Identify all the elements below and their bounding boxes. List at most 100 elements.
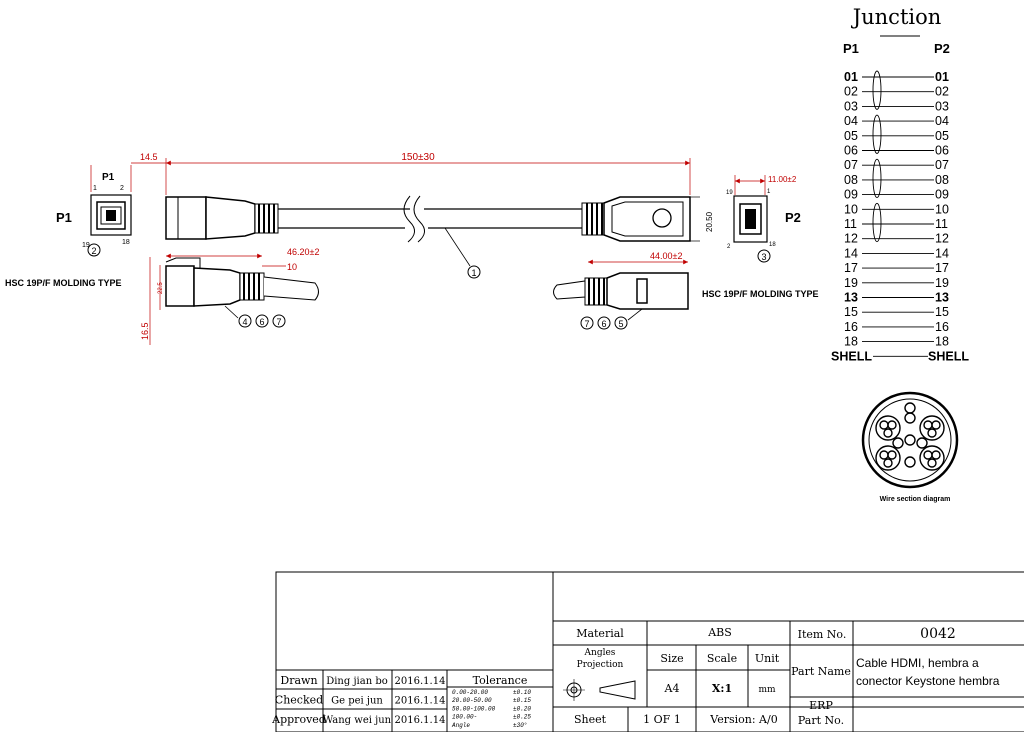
svg-text:19: 19 [82,242,90,249]
svg-text:1 OF 1: 1 OF 1 [643,713,681,726]
junction-p2-pin: 16 [935,320,949,334]
junction-row: 09 09 [844,188,949,202]
p1-side-height-dim: 16.5 [140,322,150,340]
svg-text:2: 2 [120,185,124,192]
junction-row: 07 07 [844,158,949,172]
svg-text:44.00±2: 44.00±2 [650,251,682,261]
junction-p1-pin: 18 [844,335,858,349]
junction-p2-pin: 03 [935,99,949,113]
junction-p2-pin: SHELL [928,349,969,363]
svg-text:1: 1 [93,185,97,192]
junction-p1-pin: 07 [844,158,858,172]
svg-text:Part No.: Part No. [798,714,844,727]
svg-text:19: 19 [726,190,733,196]
callout-2: 2 [91,246,96,256]
junction-p2-pin: 08 [935,173,949,187]
junction-p1-pin: 02 [844,85,858,99]
twisted-pair-loop [872,114,882,154]
junction-title: Junction [851,5,942,29]
shielded-pair [875,415,901,441]
svg-text:Material: Material [576,627,624,640]
svg-text:Part Name: Part Name [791,665,851,678]
svg-text:Size: Size [660,652,683,665]
signoff-name: Ge pei jun [331,696,383,707]
junction-p2-pin: 12 [935,232,949,246]
callout-3: 3 [761,252,766,262]
title-block [275,571,1024,732]
signoff-name: Ding jian bo [326,676,388,687]
junction-p1-pin: 11 [844,217,857,231]
junction-p1-pin: 09 [844,188,858,202]
single-wire [892,437,904,449]
junction-p1-pin: 17 [844,261,858,275]
junction-p2-pin: 18 [935,335,949,349]
cable-assembly: 20.50 1 [165,195,714,279]
overall-length-dim: 150±30 [401,152,435,163]
svg-text:5: 5 [618,319,623,329]
title-block-text: Material ABS Item No. 0042 Angles Projec… [271,626,1000,729]
svg-text:18: 18 [769,242,776,248]
junction-p2-pin: 04 [935,114,949,128]
wire-section-caption: Wire section diagram [880,496,951,503]
svg-text:ERP: ERP [809,699,833,712]
twisted-pair-loop [872,202,882,243]
svg-text:6: 6 [601,319,606,329]
junction-p2-pin: 01 [935,70,949,84]
junction-p2-pin: 02 [935,85,949,99]
svg-text:Item No.: Item No. [798,628,847,641]
p1-label: P1 [56,210,72,225]
single-wire [904,456,916,468]
svg-text:22.5: 22.5 [158,282,164,294]
junction-p1-pin: 15 [844,305,858,319]
svg-text:18: 18 [122,239,130,246]
junction-p1-pin: 12 [844,232,858,246]
junction-row: SHELL SHELL [831,349,969,363]
svg-text:7: 7 [584,319,589,329]
junction-p1-pin: 04 [844,114,858,128]
signoff-date: 2016.1.14 [395,676,446,687]
p1-top-label: P1 [102,172,115,183]
junction-p1-pin: 03 [844,99,858,113]
junction-p1-pin: SHELL [831,349,872,363]
svg-text:Sheet: Sheet [574,713,607,726]
junction-p2-pin: 15 [935,305,949,319]
svg-text:2: 2 [727,244,731,250]
p2-height-dim: 20.50 [705,211,714,232]
svg-text:Unit: Unit [755,652,780,665]
tolerance-range: 20.00-50.00 [452,697,492,704]
junction-row: 04 04 [844,114,949,128]
signoff-role: Approved [271,713,326,726]
junction-row: 12 12 [844,232,949,246]
shielded-pair [919,415,945,441]
junction-p1-pin: 16 [844,320,858,334]
signoff-role: Drawn [280,674,317,687]
junction-p1-pin: 19 [844,276,858,290]
p1-front-view: P1 P1 1 2 19 18 2 HSC 19P/F MOLDING TYPE [5,165,132,288]
twisted-pair-loop [872,158,882,199]
shielded-pair [919,445,945,471]
tolerance-range: 0.00-20.00 [452,689,488,696]
tolerance-value: ±0.15 [513,697,531,704]
p2-side-view: 44.00±2 7 6 5 HSC 19P/F MOLDING TYPE [553,251,819,330]
svg-text:Tolerance: Tolerance [473,674,528,687]
svg-text:6: 6 [259,317,264,327]
junction-p2-pin: 09 [935,188,949,202]
svg-text:46.20±2: 46.20±2 [287,247,319,257]
junction-p2-pin: 17 [935,261,949,275]
signoff-name: Wang wei jun [323,715,392,726]
tolerance-range: Angle [451,722,470,729]
junction-p2-pin: 07 [935,158,949,172]
junction-col-p1: P1 [843,41,859,56]
tolerance-value: ±30° [513,722,527,729]
p2-molding-label: HSC 19P/F MOLDING TYPE [702,289,819,299]
junction-p2-pin: 13 [935,291,949,305]
part-name-line1: Cable HDMI, hembra a [856,656,979,670]
